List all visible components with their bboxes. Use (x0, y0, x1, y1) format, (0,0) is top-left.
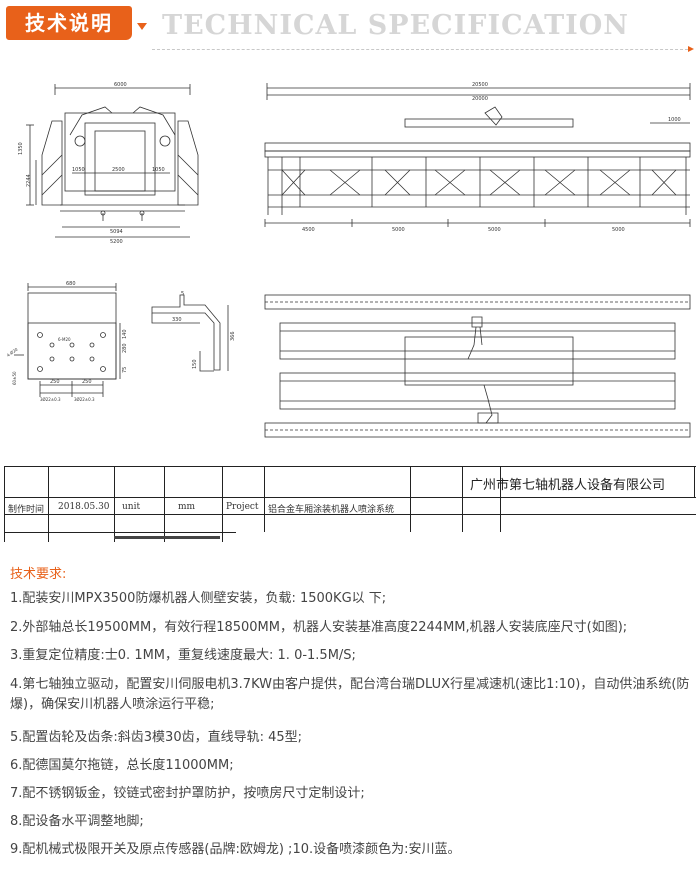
unit-label: unit (122, 502, 141, 512)
dim-plate-right-3: 75 (122, 367, 128, 373)
dim-side-right: 1000 (668, 117, 681, 123)
dim-front-inner-1: 2500 (112, 167, 125, 173)
requirement-item: 4.第七轴独立驱动，配置安川伺服电机3.7KW由客户提供，配台湾台瑞DLUX行星… (10, 677, 690, 712)
bracket-view (151, 294, 229, 372)
dim-plate-holes-1: 3Ø22±0.3 (40, 397, 61, 402)
dim-plate-bottom-1: 250 (50, 379, 60, 385)
date-label: 制作时间 (8, 505, 45, 515)
company-name: 广州市第七轴机器人设备有限公司 (470, 478, 666, 493)
requirement-item: 9.配机械式极限开关及原点传感器(品牌:欧姆龙) ;10.设备喷漆颜色为:安川蓝… (10, 842, 461, 857)
dim-side-seg-1: 4500 (302, 227, 315, 233)
requirements-title: 技术要求: (10, 567, 67, 582)
unit-value: mm (178, 502, 196, 512)
dim-side-total-2: 20000 (472, 96, 488, 102)
dim-bracket-right: 366 (230, 331, 236, 341)
arrow-right-icon (688, 46, 694, 52)
caret-down-icon (137, 23, 147, 30)
requirement-item: 2.外部轴总长19500MM，有效行程18500MM，机器人安装基准高度2244… (10, 620, 628, 635)
top-view (264, 294, 691, 438)
dim-plate-right-2: 140 (122, 329, 128, 339)
requirement-item: 5.配置齿轮及齿条:斜齿3模30齿，直线导轨: 45型; (10, 730, 303, 745)
dim-plate-hole-label: 4-Ø20 (6, 346, 19, 357)
requirement-item: 7.配不锈钢钣金，铰链式密封护罩防护，按喷房尺寸定制设计; (10, 786, 365, 801)
dim-plate-bottom-2: 250 (82, 379, 92, 385)
dim-front-height-2: 2244 (26, 174, 32, 187)
dim-front-height-1: 1350 (18, 142, 24, 155)
section-title-en: TECHNICAL SPECIFICATION (162, 10, 629, 41)
dim-front-total-width: 6000 (114, 82, 127, 88)
date-value: 2018.05.30 (58, 502, 110, 512)
requirement-item: 8.配设备水平调整地脚; (10, 814, 144, 829)
side-view (264, 83, 691, 227)
requirement-item: 1.配装安川MPX3500防爆机器人侧壁安装，负载: 1500KG以 下; (10, 591, 387, 606)
dim-plate-left: 60±50 (12, 371, 17, 385)
section-header: 技术说明 TECHNICAL SPECIFICATION (0, 0, 700, 55)
dim-plate-right-1: 280 (122, 343, 128, 353)
dim-front-right-1: 1050 (152, 167, 165, 173)
dim-side-seg-2: 5000 (392, 227, 405, 233)
requirement-item: 6.配德国莫尔拖链，总长度11000MM; (10, 758, 234, 773)
dim-front-bottom-2: 5200 (110, 239, 123, 245)
technical-drawing: 6000 5094 5200 2500 1050 1050 1350 2244 … (6, 82, 691, 438)
dim-side-total-1: 20500 (472, 82, 488, 88)
dim-side-seg-4: 5000 (612, 227, 625, 233)
requirement-item: 3.重复定位精度:士0. 1MM，重复线速度最大: 1. 0-1.5M/S; (10, 648, 356, 663)
dim-side-seg-3: 5000 (488, 227, 501, 233)
dim-plate-holes-2: 3Ø22±0.3 (74, 397, 95, 402)
front-view (26, 84, 199, 238)
section-badge-label: 技术说明 (25, 11, 113, 35)
title-block: 广州市第七轴机器人设备有限公司 制作时间 2018.05.30 unit mm … (4, 466, 696, 542)
dim-front-bottom-1: 5094 (110, 229, 123, 235)
base-plate-view (14, 283, 121, 397)
dim-plate-hole-inner: 6-M20 (58, 337, 71, 342)
dim-bracket-bottom: 150 (192, 359, 198, 369)
dim-front-left-1: 1050 (72, 167, 85, 173)
dim-plate-width: 680 (66, 281, 76, 287)
project-label: Project (226, 502, 259, 512)
dim-bracket-top: 5 (181, 291, 184, 297)
project-value: 铝合金车厢涂装机器人喷涂系统 (268, 505, 395, 515)
section-badge: 技术说明 (6, 6, 132, 40)
header-divider (152, 49, 688, 50)
dim-bracket-mid: 330 (172, 317, 182, 323)
